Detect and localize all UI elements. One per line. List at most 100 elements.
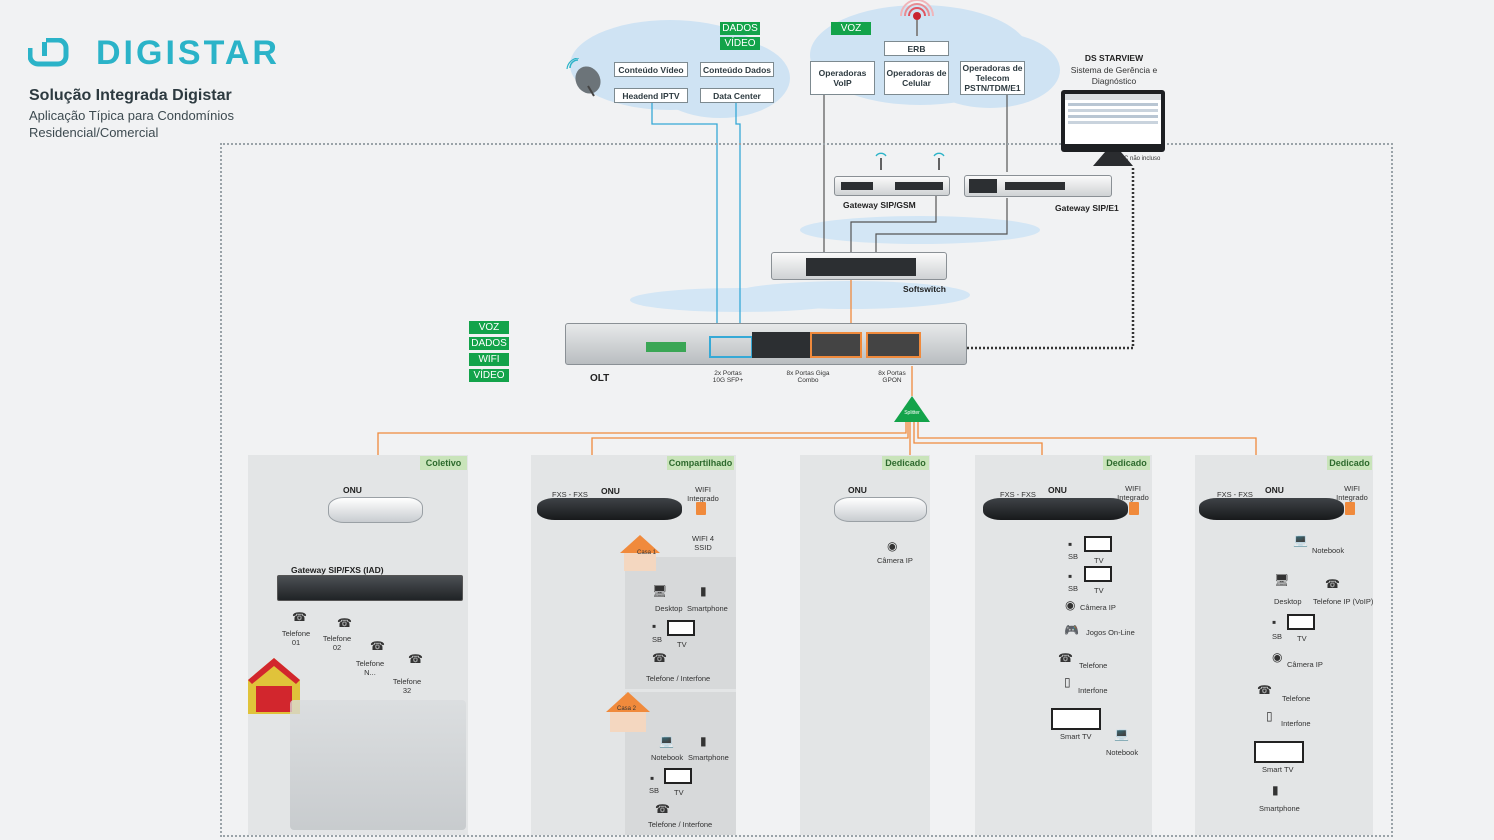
tv-icon	[667, 620, 695, 636]
wifi-label: WIFI Integrado	[1117, 484, 1149, 502]
telefone-label: Telefone	[1079, 661, 1108, 670]
phone-icon: ☎	[408, 652, 423, 666]
sb-label: SB	[652, 635, 663, 644]
monitor-icon	[1061, 90, 1165, 152]
panel-tag-compartilhado: Compartilhado	[667, 456, 734, 470]
ip-phone-icon: ☎	[1325, 577, 1340, 591]
desktop-icon: 🖥	[1274, 573, 1290, 587]
phone-label: Telefone 02	[322, 634, 352, 652]
smart-tv-icon	[1051, 708, 1101, 730]
sb-label: SB	[1272, 632, 1283, 641]
satellite-dish-icon	[566, 57, 606, 98]
tv-label: TV	[674, 788, 684, 797]
phone-icon: ☎	[652, 651, 667, 665]
desktop-label: Desktop	[1274, 597, 1302, 606]
gateway-sip-e1-device	[964, 175, 1112, 197]
sfp-port-label: 2x Portas 10G SFP+	[712, 370, 744, 384]
gpon-port-label: 8x Portas GPON	[878, 370, 906, 384]
casa1-label: Casa 1	[637, 550, 657, 556]
camera-label: Câmera IP	[877, 556, 913, 565]
service-tag-wifi: WIFI	[469, 353, 509, 366]
service-tag-voz: VOZ	[469, 321, 509, 334]
onu-label: ONU	[343, 485, 362, 495]
olt-label: OLT	[590, 373, 610, 384]
olt-logo	[596, 330, 626, 352]
panel-tag-coletivo: Coletivo	[420, 456, 467, 470]
onu-label: ONU	[1048, 485, 1067, 495]
camera-icon: ◉	[887, 539, 898, 553]
phone-label: Telefone 01	[281, 629, 311, 647]
onu-label: ONU	[1265, 485, 1284, 495]
voz-tag: VOZ	[831, 22, 871, 35]
splitter-icon	[894, 396, 930, 422]
wifi-label: WIFI Integrado	[1336, 484, 1368, 502]
tv-icon	[1287, 614, 1315, 630]
splitter-label: Splitter	[904, 410, 920, 416]
camera-icon: ◉	[1065, 598, 1076, 612]
notebook-icon: 💻	[1293, 533, 1308, 547]
house-icon	[620, 533, 660, 573]
interfone-label: Interfone	[1281, 719, 1311, 728]
starview-title: DS STARVIEW	[1084, 53, 1144, 63]
conteudo-video-box: Conteúdo Vídeo	[614, 62, 688, 77]
onu-label: ONU	[848, 485, 867, 495]
notebook-icon: 💻	[1114, 727, 1129, 741]
house-icon	[246, 656, 302, 716]
gateway-sip-e1-label: Gateway SIP/E1	[1055, 203, 1119, 213]
interfone-label: Interfone	[1078, 686, 1108, 695]
panel-tag-dedicado: Dedicado	[1327, 456, 1372, 470]
settop-box-icon: ▪	[650, 771, 655, 785]
phone-label: Telefone N...	[355, 659, 385, 677]
gateway-sip-gsm-device	[834, 176, 950, 196]
tv-label: TV	[1094, 586, 1104, 595]
brand-wordmark: DIGISTAR	[96, 34, 280, 72]
settop-box-icon: ▪	[1068, 569, 1073, 583]
video-tag: VÍDEO	[720, 37, 760, 50]
casa2-label: Casa 2	[617, 706, 637, 712]
onu-device	[834, 497, 927, 522]
office-workstations-image	[290, 700, 466, 830]
camera-icon: ◉	[1272, 650, 1283, 664]
erb-box: ERB	[884, 41, 949, 56]
smartphone-icon: ▮	[1272, 783, 1279, 797]
operadoras-celular-box: Operadoras de Celular	[884, 61, 949, 95]
cell-tower-icon	[899, 0, 935, 36]
conteudo-dados-box: Conteúdo Dados	[700, 62, 774, 77]
wifi-module-icon	[1129, 502, 1139, 515]
jogos-label: Jogos On-Line	[1086, 628, 1135, 637]
fxs-label: FXS - FXS	[1000, 490, 1036, 499]
house-icon	[606, 690, 650, 734]
gamepad-icon: 🎮	[1064, 623, 1079, 637]
data-center-box: Data Center	[700, 88, 774, 103]
telefone-label: Telefone / Interfone	[646, 674, 711, 683]
notebook-label: Notebook	[651, 753, 684, 762]
notebook-icon: 💻	[659, 734, 674, 748]
phone-icon: ☎	[292, 610, 307, 624]
settop-box-icon: ▪	[1272, 615, 1277, 629]
telefone-label: Telefone / Interfone	[648, 820, 713, 829]
softswitch-device	[771, 252, 947, 280]
smartphone-icon: ▮	[700, 734, 707, 748]
intercom-icon: ▯	[1266, 709, 1273, 723]
tv-icon	[1084, 566, 1112, 582]
phone-label: Telefone 32	[392, 677, 422, 695]
camera-label: Câmera IP	[1287, 660, 1323, 669]
panel-tag-dedicado: Dedicado	[1103, 456, 1150, 470]
smarttv-label: Smart TV	[1060, 732, 1092, 741]
iad-label: Gateway SIP/FXS (IAD)	[291, 565, 384, 575]
intercom-icon: ▯	[1064, 675, 1071, 689]
tv-label: TV	[677, 640, 687, 649]
phone-icon: ☎	[655, 802, 670, 816]
wifi-module-icon	[696, 502, 706, 515]
antenna-icon	[874, 150, 888, 170]
voip-phone-label: Telefone IP (VoIP)	[1313, 597, 1374, 606]
iad-device	[277, 575, 463, 601]
telefone-label: Telefone	[1282, 694, 1311, 703]
onu-device	[1199, 498, 1344, 520]
phone-icon: ☎	[337, 616, 352, 630]
camera-label: Câmera IP	[1080, 603, 1116, 612]
sb-label: SB	[649, 786, 660, 795]
desktop-icon: 🖥	[652, 584, 668, 598]
monitor-stand	[1093, 152, 1133, 166]
